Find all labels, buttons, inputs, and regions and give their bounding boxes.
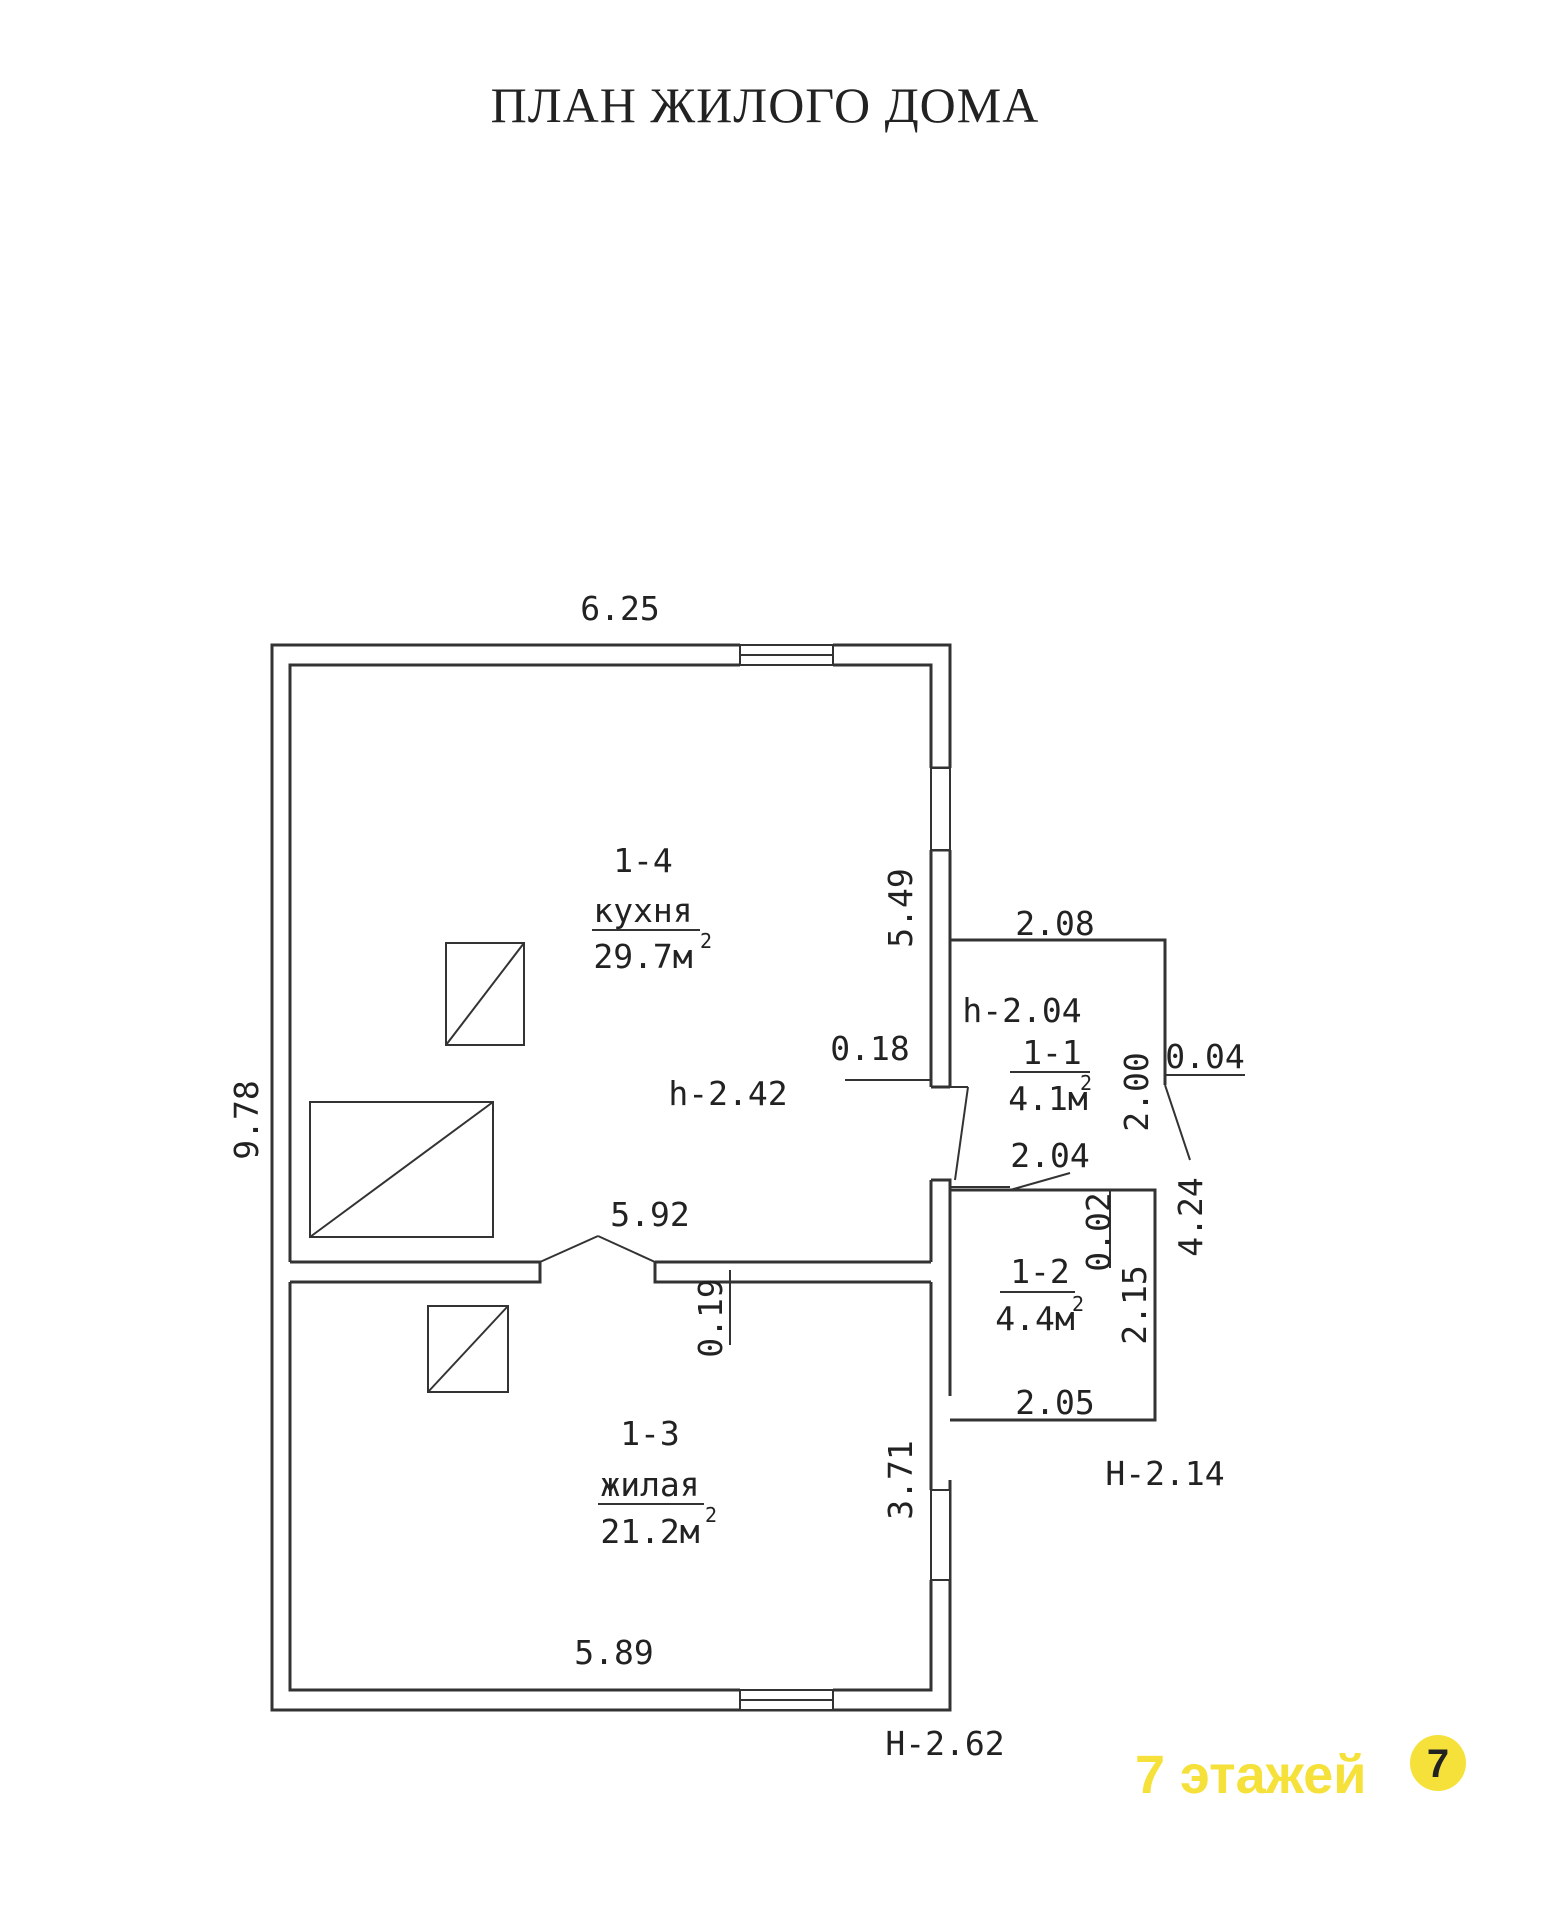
main-house-walls xyxy=(270,643,952,1712)
dim-wall-thickness-1: 0.18 xyxy=(830,1029,909,1068)
area-exponent: 2 xyxy=(1080,1071,1092,1095)
stove-kitchen-large xyxy=(309,1101,494,1238)
dim-wall-thickness-2: 0.04 xyxy=(1165,1037,1244,1076)
dim-kitchen-right-wall: 5.49 xyxy=(881,868,920,947)
room-id: 1-3 xyxy=(620,1414,680,1453)
dim-vestibule-1-1-height: 2.00 xyxy=(1117,1052,1156,1131)
house-height: H-2.62 xyxy=(885,1724,1004,1763)
stove-bedroom xyxy=(427,1305,509,1393)
room-id: 1-4 xyxy=(613,841,673,880)
room-area: 21.2м xyxy=(600,1512,699,1551)
dim-wall-thickness-3: 0.02 xyxy=(1079,1192,1118,1271)
room-id: 1-2 xyxy=(1010,1252,1070,1291)
vestibule-height: H-2.14 xyxy=(1105,1454,1224,1493)
dim-bedroom-right-wall: 3.71 xyxy=(881,1440,920,1519)
window-bedroom-right xyxy=(930,1489,951,1581)
stove-symbols xyxy=(309,942,525,1393)
room-name: кухня xyxy=(593,891,692,930)
plan-title: ПЛАН ЖИЛОГО ДОМА xyxy=(491,77,1040,133)
room-height: h-2.04 xyxy=(962,991,1081,1030)
room-name: жилая xyxy=(600,1465,699,1504)
stove-kitchen-small xyxy=(445,942,525,1046)
window-kitchen-right xyxy=(930,767,951,851)
interior-partition xyxy=(290,1178,952,1396)
room-area: 4.4м xyxy=(995,1299,1074,1338)
area-exponent: 2 xyxy=(700,929,712,953)
dimension-labels: 6.25 9.78 5.49 0.18 5.92 0.19 3.71 5.89 … xyxy=(227,589,1245,1672)
dim-vestibule-total-height: 4.24 xyxy=(1171,1177,1210,1256)
room-area: 4.1м xyxy=(1008,1079,1087,1118)
room-1-3: 1-3 жилая 21.2м 2 xyxy=(598,1414,717,1551)
brand-watermark: 7 этажей 7 xyxy=(1135,1735,1466,1805)
dim-vestibule-1-2-height: 2.15 xyxy=(1115,1265,1154,1344)
dim-vestibule-mid: 2.04 xyxy=(1010,1136,1089,1175)
room-height: h-2.42 xyxy=(668,1074,787,1113)
room-area: 29.7м xyxy=(593,937,692,976)
brand-logo-icon xyxy=(1410,1735,1466,1791)
area-exponent: 2 xyxy=(1072,1292,1084,1316)
dim-top-width: 6.25 xyxy=(580,589,659,628)
dim-partition-width: 5.92 xyxy=(610,1195,689,1234)
room-id: 1-1 xyxy=(1022,1033,1082,1072)
dim-total-height: 9.78 xyxy=(227,1080,266,1159)
dim-vestibule-top: 2.08 xyxy=(1015,904,1094,943)
brand-text: 7 этажей xyxy=(1135,1745,1366,1805)
area-exponent: 2 xyxy=(705,1503,717,1527)
vestibule-walls xyxy=(950,938,1245,1422)
room-1-4: 1-4 кухня 29.7м 2 h-2.42 xyxy=(592,841,788,1113)
dim-bottom-width: 5.89 xyxy=(574,1633,653,1672)
dim-partition-thickness: 0.19 xyxy=(691,1278,730,1357)
room-1-1: h-2.04 1-1 4.1м 2 xyxy=(962,991,1092,1118)
room-1-2: 1-2 4.4м 2 xyxy=(995,1252,1084,1338)
brand-logo-digit: 7 xyxy=(1427,1742,1449,1786)
dim-vestibule-bottom: 2.05 xyxy=(1015,1383,1094,1422)
dimension-markers xyxy=(729,1079,1111,1345)
